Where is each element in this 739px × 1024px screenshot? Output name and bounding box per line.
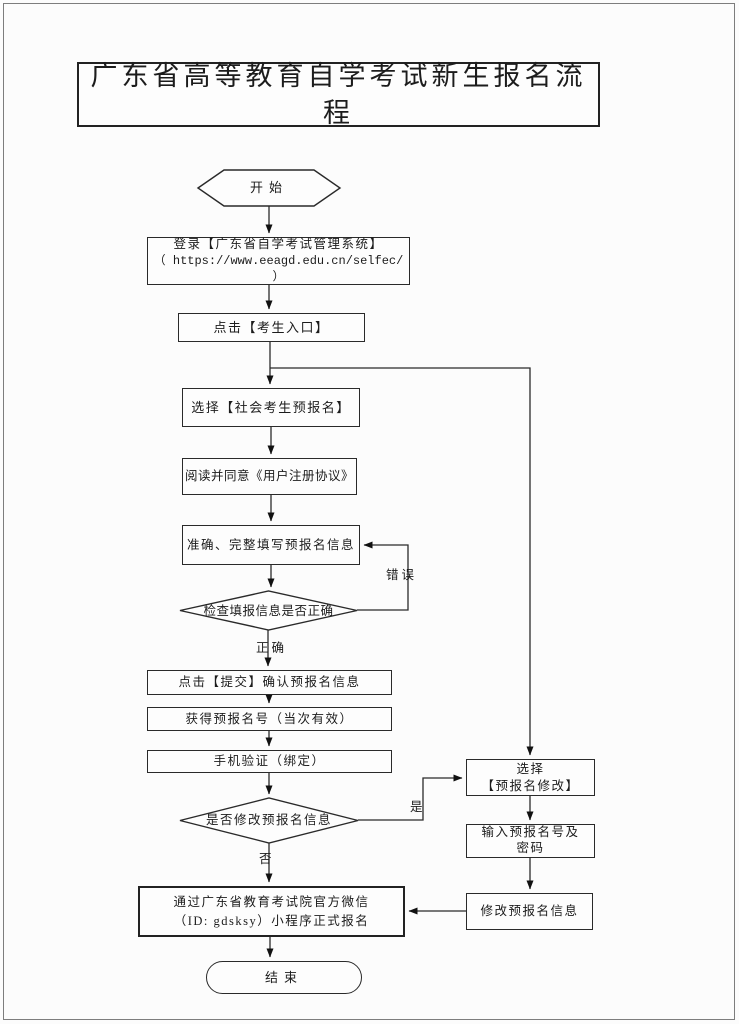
fill-info-label: 准确、完整填写预报名信息 <box>186 537 355 552</box>
select-modify-line1: 选择 <box>516 762 545 777</box>
modify-question-label: 是否修改预报名信息 <box>205 813 332 828</box>
check-info-label: 检查填报信息是否正确 <box>203 603 334 618</box>
submit-confirm-label: 点击【提交】确认预报名信息 <box>178 675 361 690</box>
start-label: 开始 <box>249 180 288 196</box>
candidate-entry-label: 点击【考生入口】 <box>213 319 330 335</box>
select-preregistration-label: 选择【社会考生预报名】 <box>191 399 351 415</box>
phone-verify-box: 手机验证（绑定） <box>147 750 392 773</box>
edge-branch-right-down <box>270 367 534 756</box>
select-preregistration-box: 选择【社会考生预报名】 <box>182 388 360 427</box>
fill-info-box: 准确、完整填写预报名信息 <box>182 525 360 565</box>
modify-info-label: 修改预报名信息 <box>480 904 579 919</box>
login-system-box: 登录【广东省自学考试管理系统】 （ https://www.eeagd.edu.… <box>147 237 410 285</box>
check-info-decision: 检查填报信息是否正确 <box>180 591 357 631</box>
check-diamond-shape <box>179 590 358 631</box>
candidate-entry-box: 点击【考生入口】 <box>178 313 365 342</box>
yes-edge-label: 是 <box>410 800 426 814</box>
official-registration-line2: （ID: gdsksy）小程序正式报名 <box>173 913 370 928</box>
obtain-number-label: 获得预报名号（当次有效） <box>185 711 354 726</box>
input-number-line2: 密码 <box>516 841 545 855</box>
modify-question-decision: 是否修改预报名信息 <box>180 798 358 843</box>
start-node: 开始 <box>198 170 340 206</box>
input-number-line1: 输入预报名号及 <box>481 825 580 840</box>
correct-edge-label: 正确 <box>256 641 288 655</box>
edge-error-loop <box>357 541 409 611</box>
official-registration-box: 通过广东省教育考试院官方微信 （ID: gdsksy）小程序正式报名 <box>138 886 405 937</box>
page-title: 广东省高等教育自学考试新生报名流程 <box>77 61 600 128</box>
page-title-text: 广东省高等教育自学考试新生报名流程 <box>90 61 587 128</box>
login-system-url: （ https://www.eeagd.edu.cn/selfec/ ） <box>153 254 404 285</box>
input-number-password-box: 输入预报名号及 密码 <box>466 824 595 858</box>
edge-yes-branch <box>358 774 463 821</box>
submit-confirm-box: 点击【提交】确认预报名信息 <box>147 670 392 695</box>
select-modify-line2: 【预报名修改】 <box>481 778 580 793</box>
obtain-number-box: 获得预报名号（当次有效） <box>147 707 392 731</box>
end-label: 结束 <box>264 969 303 985</box>
modify-question-diamond-shape <box>179 797 359 844</box>
phone-verify-label: 手机验证（绑定） <box>213 754 326 769</box>
error-edge-label: 错误 <box>386 568 418 582</box>
start-hexagon-shape <box>196 169 342 207</box>
select-modify-box: 选择 【预报名修改】 <box>466 759 595 796</box>
end-node: 结束 <box>206 961 362 994</box>
official-registration-line1: 通过广东省教育考试院官方微信 <box>173 894 370 909</box>
no-edge-label: 否 <box>259 852 275 866</box>
user-agreement-box: 阅读并同意《用户注册协议》 <box>182 458 357 495</box>
modify-info-box: 修改预报名信息 <box>466 893 593 930</box>
login-system-line1: 登录【广东省自学考试管理系统】 <box>173 237 384 252</box>
user-agreement-label: 阅读并同意《用户注册协议》 <box>184 469 354 484</box>
